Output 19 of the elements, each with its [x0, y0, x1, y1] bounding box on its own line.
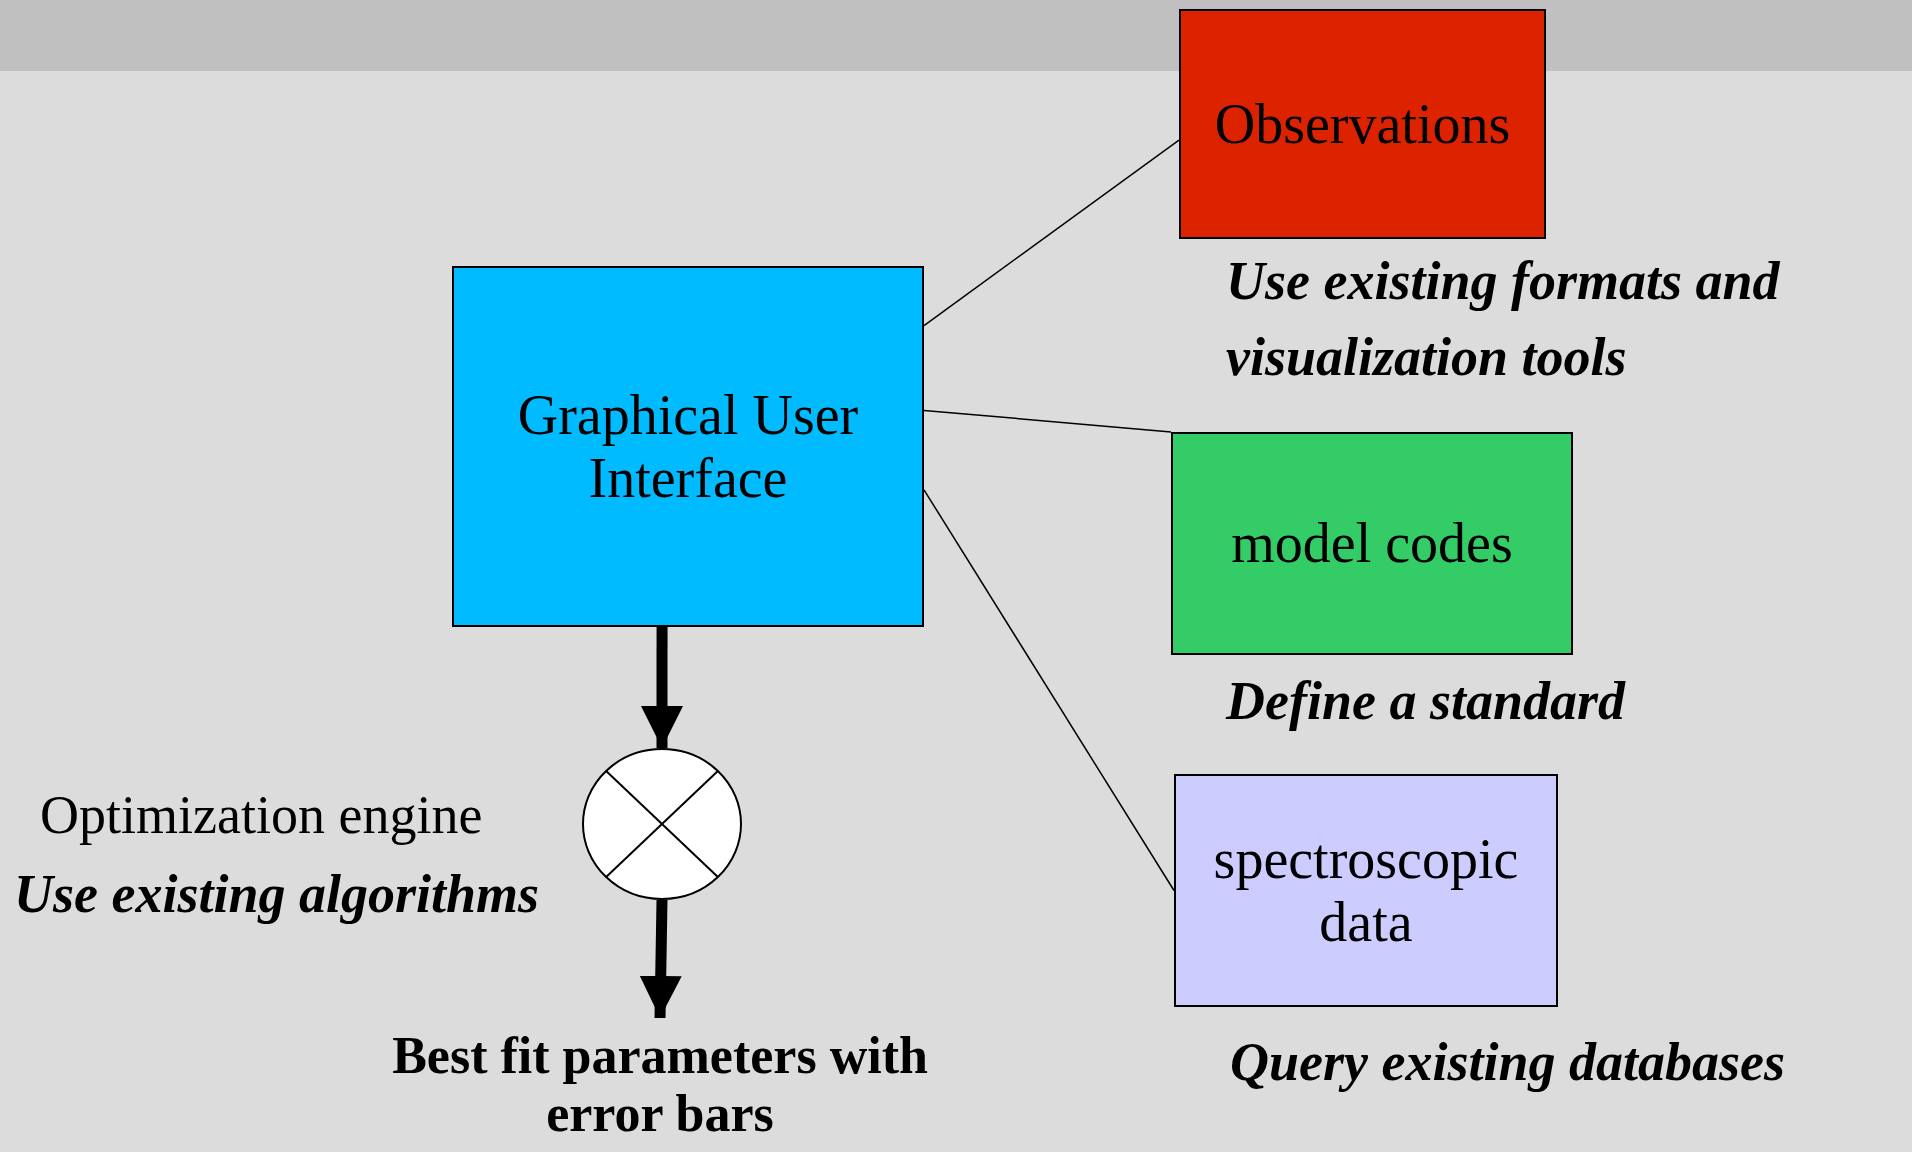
- node-label: Graphical User Interface: [516, 383, 860, 510]
- process-box: [1171, 432, 1573, 655]
- annotation: Use existing algorithms: [14, 863, 541, 926]
- process-box: [1179, 9, 1546, 239]
- annotation: Use existing formats and visualization tools: [1226, 250, 1781, 389]
- process-box: [452, 266, 924, 627]
- node-label: model codes: [1230, 512, 1514, 575]
- arrow: [639, 899, 682, 1019]
- annotation: Optimization engine: [40, 784, 484, 847]
- node-label: Best fit parameters with error bars: [391, 1026, 929, 1144]
- connector-line: [923, 139, 1180, 327]
- annotation: Define a standard: [1226, 670, 1627, 733]
- connector-line: [923, 489, 1175, 892]
- arrow: [641, 627, 683, 748]
- connector-line: [923, 409, 1172, 433]
- annotation: Query existing databases: [1230, 1031, 1786, 1094]
- node-label: spectroscopic data: [1212, 827, 1520, 954]
- node-label: Observations: [1213, 92, 1512, 156]
- process-box: [1174, 774, 1558, 1007]
